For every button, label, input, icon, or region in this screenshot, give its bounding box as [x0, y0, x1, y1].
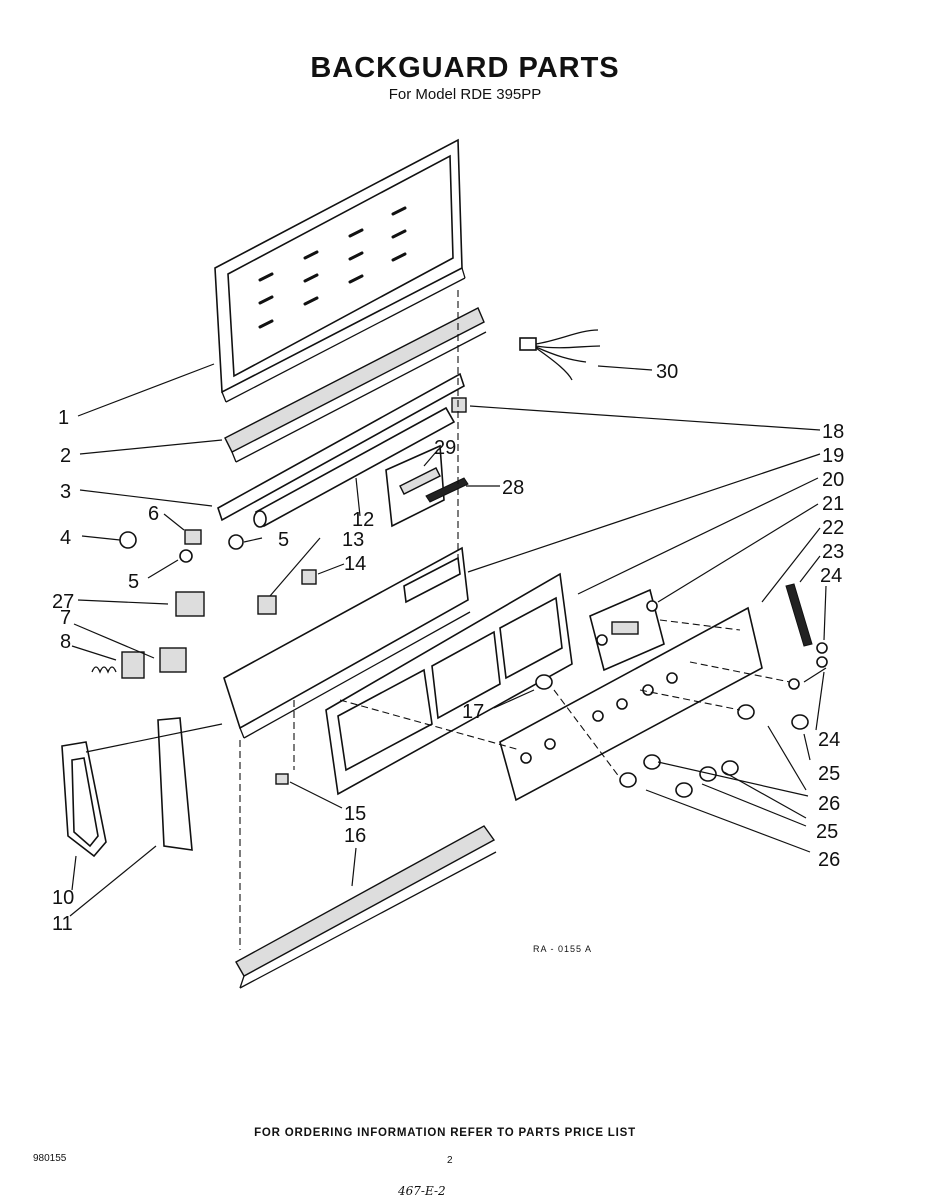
alignment-lines: [239, 290, 791, 950]
callout-label: 16: [344, 825, 366, 847]
callout-label: 1: [58, 407, 69, 429]
callout-label: 19: [822, 445, 844, 467]
part-trim-strip: [224, 307, 487, 463]
callout-label: 25: [816, 821, 838, 843]
callout-label: 22: [822, 517, 844, 539]
part-trim-bar: [785, 583, 813, 647]
callout-label: 11: [52, 913, 73, 935]
callout-label: 7: [60, 607, 71, 629]
callout-label: 5: [278, 529, 289, 551]
callout-label: 5: [128, 571, 139, 593]
part-control-panel: [223, 546, 471, 739]
callout-label: 3: [60, 481, 71, 503]
leader-lines: [69, 363, 827, 917]
callout-label: 17: [462, 701, 484, 723]
callout-label: 10: [52, 887, 74, 909]
callout-label: 20: [822, 469, 844, 491]
callout-label: 24: [820, 565, 842, 587]
callout-labels: 1 2 3 4 5 5 6 7 8 10 11 12 13 14 15 16 1…: [52, 361, 844, 935]
callout-label: 24: [818, 729, 840, 751]
callout-label: 25: [818, 763, 840, 785]
handwritten-note: 467-E-2: [398, 1184, 446, 1198]
part-knobs: [619, 704, 809, 798]
callout-label: 27: [52, 591, 74, 613]
callout-label: 13: [342, 529, 364, 551]
part-panel-face: [499, 606, 763, 802]
part-indicator-lights: [788, 642, 828, 690]
page-title: BACKGUARD PARTS: [310, 52, 620, 84]
callout-label: 14: [344, 553, 366, 575]
part-switches: [91, 529, 553, 785]
callout-label: 8: [60, 631, 71, 653]
part-clock-timer: [589, 588, 665, 672]
callout-label: 6: [148, 503, 159, 525]
callout-label: 12: [352, 509, 374, 531]
diagram-reference-code: RA - 0155 A: [533, 944, 593, 954]
part-overlay: [325, 572, 573, 796]
callout-label: 23: [822, 541, 844, 563]
document-number: 980155: [33, 1153, 67, 1164]
part-fluorescent-tube: [253, 406, 456, 528]
callout-label: 21: [822, 493, 844, 515]
model-subtitle: For Model RDE 395PP: [388, 86, 542, 103]
callout-label: 28: [502, 477, 524, 499]
part-wire-harness: [519, 329, 601, 381]
part-lamp-holder: [451, 397, 467, 413]
part-backguard-panel: [214, 138, 466, 403]
callout-label: 30: [656, 361, 678, 383]
callout-label: 26: [818, 849, 840, 871]
callout-label: 2: [60, 445, 71, 467]
ordering-note: FOR ORDERING INFORMATION REFER TO PARTS …: [254, 1127, 636, 1139]
part-bottom-trim: [235, 825, 497, 989]
callout-label: 15: [344, 803, 366, 825]
callout-label: 18: [822, 421, 844, 443]
callout-label: 29: [434, 437, 456, 459]
part-bracket: [217, 372, 465, 522]
part-end-caps: [61, 717, 193, 858]
callout-label: 4: [60, 527, 71, 549]
part-ballast: [385, 444, 469, 528]
callout-label: 26: [818, 793, 840, 815]
page-number: 2: [447, 1155, 453, 1166]
